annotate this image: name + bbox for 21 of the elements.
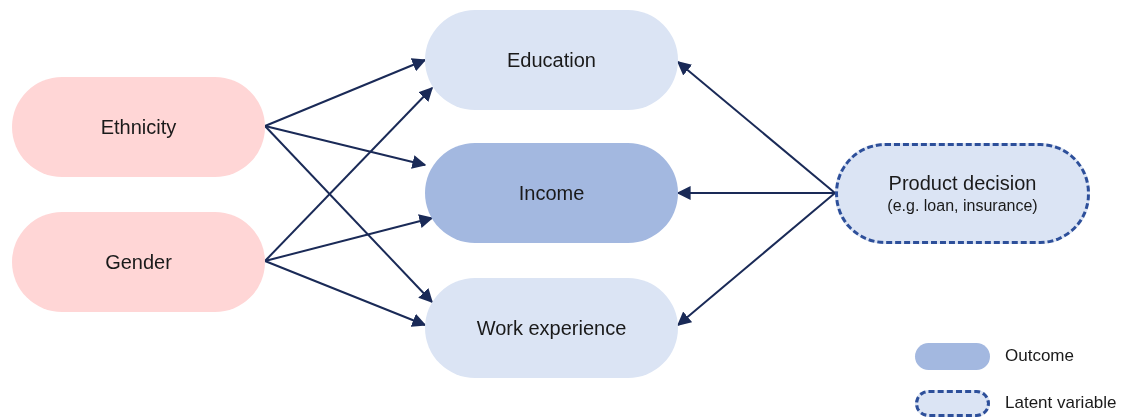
node-label: Education [507, 48, 596, 72]
outcome-node [425, 143, 678, 243]
mediator-node [425, 278, 678, 378]
arrow [676, 186, 836, 200]
node-label: Product decision [888, 172, 1037, 195]
arrow [264, 58, 427, 127]
arrow [676, 192, 836, 326]
node-label: Ethnicity [100, 115, 177, 139]
arrow [676, 61, 836, 194]
arrow [264, 87, 433, 262]
node-subtitle: (e.g. loan, insurance) [887, 197, 1038, 215]
arrow [264, 214, 434, 262]
legend-label: Outcome [1005, 346, 1074, 366]
node-label: Work experience [476, 316, 627, 340]
arrow [264, 125, 433, 303]
arrow [264, 260, 427, 327]
legend-label: Latent variable [1005, 393, 1117, 413]
node-label: Gender [105, 250, 172, 274]
node-label: Income [518, 181, 585, 205]
arrow [264, 125, 427, 169]
mediator-node [425, 10, 678, 110]
